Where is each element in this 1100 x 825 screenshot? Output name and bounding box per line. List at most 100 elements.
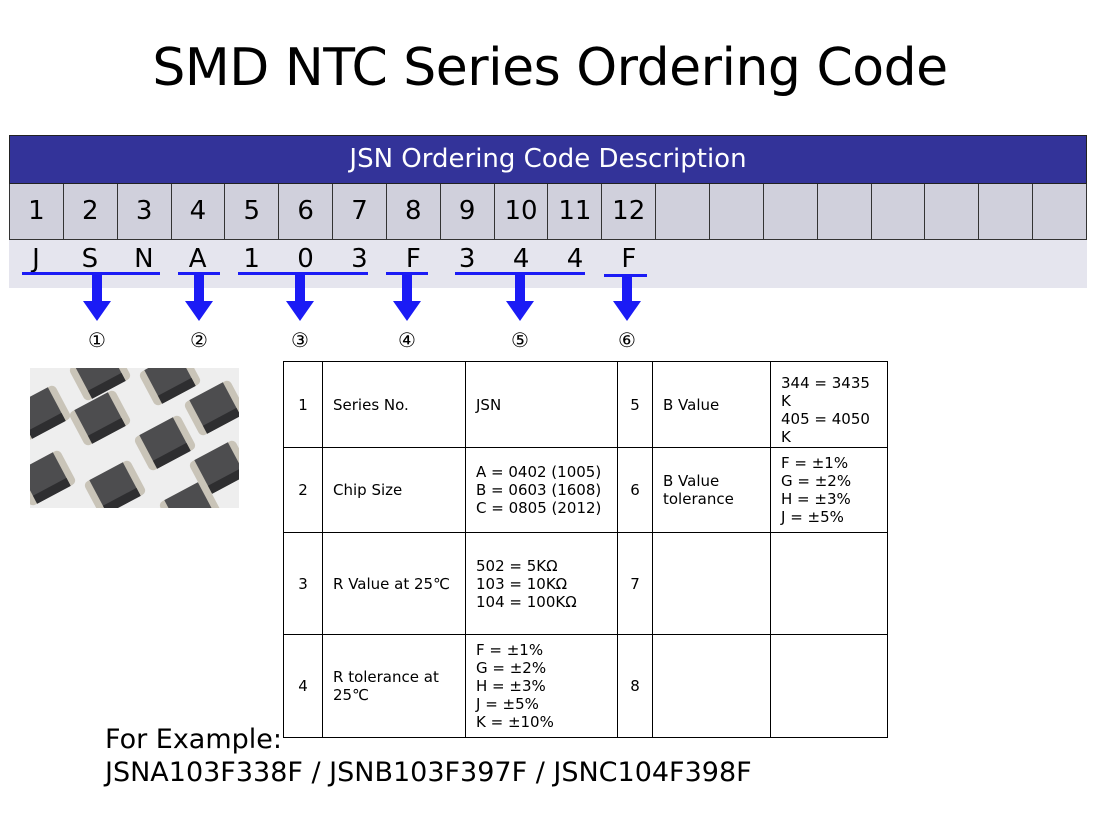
down-arrow-icon (185, 275, 213, 321)
value-line: J = ±5% (476, 695, 539, 713)
code-letter: N (134, 244, 154, 274)
code-letter: 4 (512, 244, 530, 274)
group-marker: ① (88, 328, 106, 352)
item-number: 2 (283, 447, 323, 533)
chip (69, 390, 131, 446)
code-letter: J (32, 244, 40, 274)
item-number: 6 (617, 447, 653, 533)
group-marker: ② (190, 328, 208, 352)
table-header: JSN Ordering Code Description (9, 135, 1087, 184)
position-cell (924, 184, 979, 239)
item-label: B Value (652, 361, 771, 448)
code-letter: 4 (566, 244, 584, 274)
down-arrow-icon (286, 275, 314, 321)
item-label: Chip Size (322, 447, 466, 533)
value-line: A = 0402 (1005) (476, 463, 602, 481)
position-cell: 3 (116, 184, 171, 239)
value-line: K = ±10% (476, 713, 554, 731)
position-cell: 2 (62, 184, 117, 239)
group-marker: ③ (291, 328, 309, 352)
value-line: 405 = 4050 K (781, 410, 870, 446)
code-letter: 0 (297, 244, 314, 274)
code-letter: S (81, 244, 99, 274)
group-underline-4 (386, 272, 428, 275)
item-number: 3 (283, 532, 323, 635)
chip (69, 368, 131, 401)
example-block: For Example: JSNA103F338F / JSNB103F397F… (105, 723, 752, 789)
position-cell: 6 (278, 184, 333, 239)
position-cell: 9 (439, 184, 494, 239)
values-cell: JSN (465, 361, 618, 448)
group-underline-3 (238, 272, 368, 275)
position-cell (1032, 184, 1087, 239)
item-label (652, 532, 771, 635)
value-line: F = ±1% (476, 641, 544, 659)
chip (184, 380, 239, 436)
code-letter: 3 (351, 244, 368, 274)
code-letter: F (405, 244, 421, 274)
values-cell: F = ±1%G = ±2%H = ±3%J = ±5% (770, 447, 888, 533)
item-number: 4 (283, 634, 323, 738)
item-label: B Value tolerance (652, 447, 771, 533)
code-letter: F (621, 244, 637, 274)
position-cell: 8 (385, 184, 440, 239)
chip (139, 368, 201, 406)
position-cell: 10 (493, 184, 548, 239)
value-line: F = ±1% (781, 454, 849, 472)
chip (134, 415, 196, 471)
smd-chip-photo (30, 368, 239, 508)
position-cell: 4 (170, 184, 225, 239)
position-cell: 11 (547, 184, 602, 239)
position-cell: 1 (9, 184, 63, 239)
value-line: G = ±2% (476, 659, 547, 677)
item-label: R tolerance at 25℃ (322, 634, 466, 738)
group-marker: ⑤ (511, 328, 529, 352)
value-line: J = ±5% (781, 508, 844, 526)
values-cell (770, 532, 888, 635)
page-title: SMD NTC Series Ordering Code (152, 38, 948, 98)
value-line: JSN (476, 395, 502, 414)
item-label: Series No. (322, 361, 466, 448)
chip (30, 450, 76, 506)
position-cell: 12 (601, 184, 656, 239)
values-cell: A = 0402 (1005)B = 0603 (1608)C = 0805 (… (465, 447, 618, 533)
item-number: 1 (283, 361, 323, 448)
down-arrow-icon (83, 275, 111, 321)
value-line: 104 = 100KΩ (476, 592, 577, 611)
value-line: H = ±3% (781, 490, 851, 508)
code-letter: 3 (458, 244, 476, 274)
value-line: 103 = 10KΩ (476, 574, 568, 593)
value-line: H = ±3% (476, 677, 546, 695)
item-label (652, 634, 771, 738)
position-cell (655, 184, 709, 239)
value-line: B = 0603 (1608) (476, 481, 602, 499)
group-underline-2 (178, 272, 220, 275)
item-number: 5 (617, 361, 653, 448)
code-letter: 1 (243, 244, 260, 274)
chip (84, 460, 146, 508)
value-line: 502 = 5KΩ (476, 556, 558, 575)
chip (189, 440, 239, 496)
example-label: For Example: (105, 724, 283, 755)
down-arrow-icon (506, 275, 534, 321)
group-underline-5 (455, 272, 585, 275)
value-line: 344 = 3435 K (781, 374, 870, 410)
position-cell (762, 184, 817, 239)
item-label: R Value at 25℃ (322, 532, 466, 635)
position-cell: 7 (332, 184, 386, 239)
position-cell (816, 184, 871, 239)
value-line: C = 0805 (2012) (476, 499, 602, 517)
position-cell: 5 (224, 184, 279, 239)
chip (30, 385, 71, 441)
down-arrow-icon (613, 275, 641, 321)
chip (159, 480, 221, 508)
